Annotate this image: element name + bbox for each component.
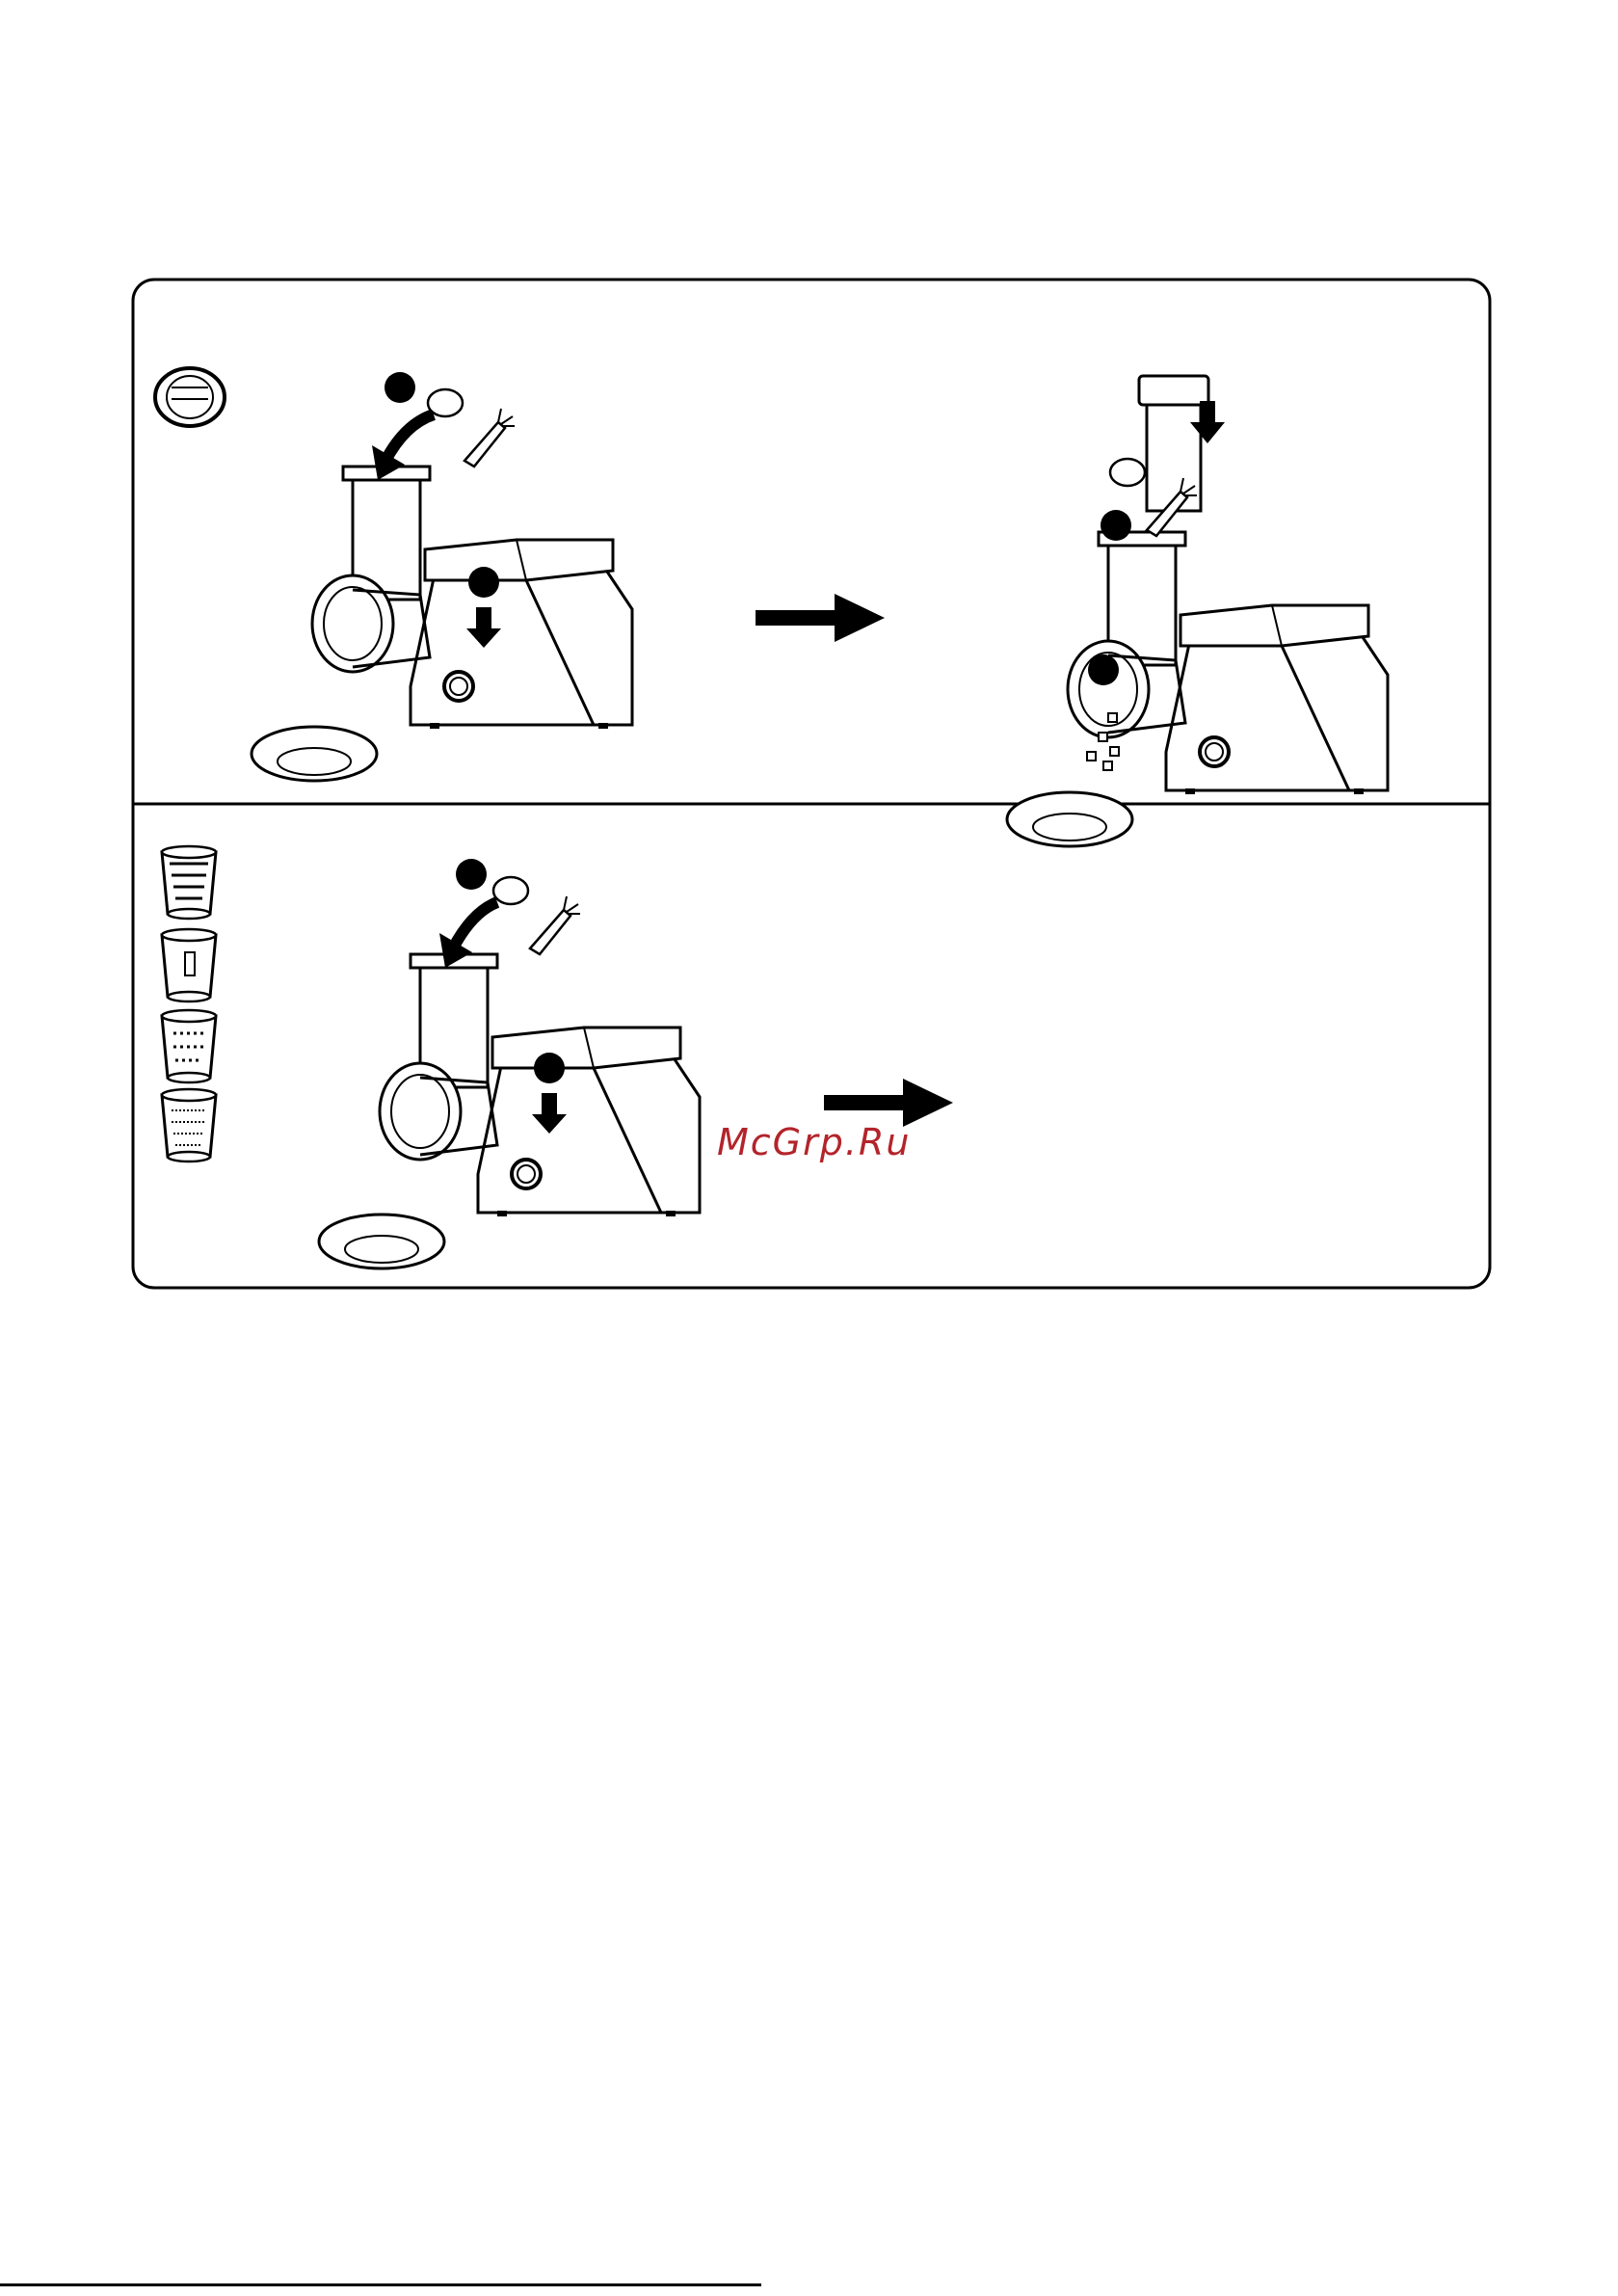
step-marker-2 [534,1053,565,1083]
footer-rule [0,2283,761,2286]
shredder-drum-icon [162,1089,216,1161]
slicer-drum-icon [162,929,216,1001]
step-feed-dicing [252,467,632,781]
step-marker-3 [1101,510,1131,541]
watermark-text: McGrp.Ru [717,1121,911,1163]
dicing-drum-icon [155,368,225,426]
next-step-arrow [756,594,885,642]
step-marker-1 [385,372,415,403]
coarse-grater-drum-icon [162,846,216,919]
step-dice-output [1007,532,1388,846]
step-marker-1 [456,859,487,890]
step-feed-slicing [319,954,700,1268]
step-marker-4 [1088,654,1119,685]
panel-dicing [155,368,1388,846]
step-marker-2 [468,567,499,598]
fine-grater-drum-icon [162,1010,216,1082]
next-step-arrow [824,1079,953,1127]
curved-arrow-icon [385,414,434,461]
pusher-icon [1139,376,1208,511]
curved-arrow-icon [453,902,497,948]
panel-slicing [162,846,953,1268]
